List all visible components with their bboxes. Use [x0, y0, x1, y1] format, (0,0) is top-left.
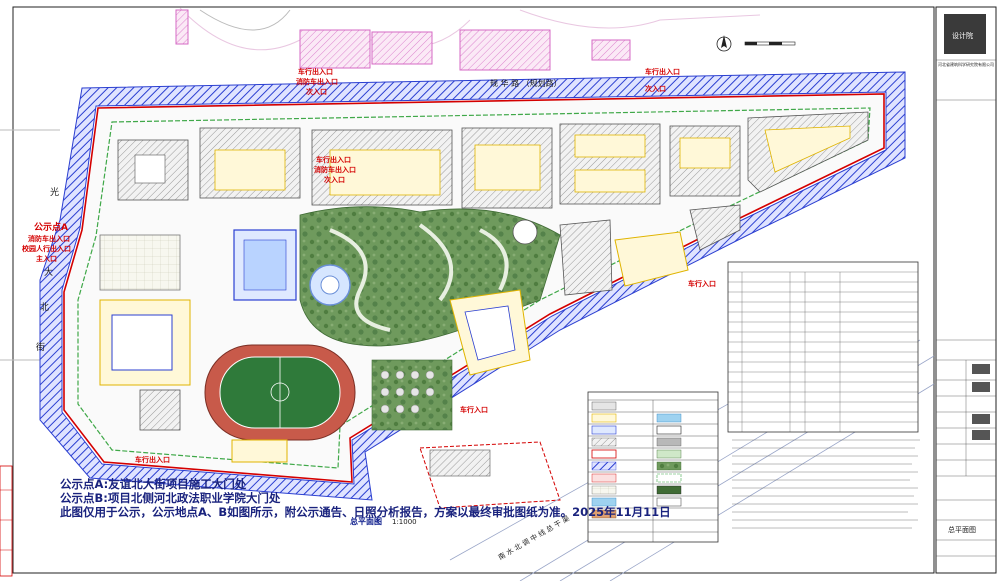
sports-courts — [371, 359, 453, 431]
west-road-char-2: 大 — [44, 266, 53, 278]
notice-line-3: 此图仅用于公示，公示地点A、B如图所示，附公示通告、日照分析报告，方案以最终审批… — [60, 505, 671, 519]
entrance-ne-secondary: 次入口 — [645, 84, 666, 93]
side-stamp — [0, 465, 13, 577]
entrance-north2-vehicle: 车行出入口 — [316, 155, 351, 164]
entrance-west-pedestrian: 校园人行出入口 — [22, 244, 71, 253]
company-logo — [944, 14, 986, 54]
north-road-label: 规 华 路 （规划路） — [490, 78, 562, 88]
west-road-char-3: 北 — [40, 302, 49, 313]
logo-text: 设计院 — [952, 31, 973, 40]
technical-indicators-table — [727, 261, 919, 433]
west-buildings — [99, 229, 297, 431]
entrance-west-main: 主入口 — [36, 254, 57, 263]
entrance-north2-secondary: 次入口 — [324, 175, 345, 184]
entrance-west-fire: 消防车出入口 — [28, 234, 70, 243]
design-notes — [732, 439, 920, 529]
sheet-title: 总平面图 — [948, 525, 976, 534]
south-construction-zone — [419, 441, 561, 509]
drawing-scale: 1:1000 — [392, 518, 417, 526]
company-name: 河北省建筑科学研究院有限公司 — [938, 61, 994, 67]
legend-table — [587, 391, 719, 543]
notice-line-2: 公示点B:项目北侧河北政法职业学院大门处 — [60, 491, 281, 505]
entrance-ne-vehicle: 车行出入口 — [645, 67, 680, 76]
west-road-char-4: 街 — [36, 341, 45, 353]
north-arrow-icon — [716, 35, 732, 52]
entrance-north-vehicle: 车行出入口 — [298, 67, 333, 76]
drawing-title: 总平面图 — [350, 516, 382, 526]
entrance-north2-fire: 消防车出入口 — [314, 165, 356, 174]
entrance-se-vehicle: 车行入口 — [460, 405, 488, 414]
notice-point-a: 公示点A — [34, 221, 68, 233]
sports-track — [204, 344, 356, 441]
entrance-south-vehicle: 车行出入口 — [135, 455, 170, 464]
north-context — [0, 7, 761, 361]
entrance-north-secondary: 次入口 — [306, 87, 327, 96]
north-buildings — [117, 111, 869, 209]
entrance-north-fire: 消防车出入口 — [296, 77, 338, 86]
south-building — [231, 439, 288, 463]
notice-line-1: 公示点A:友谊北大街项目施工大门处 — [60, 477, 247, 491]
east-buildings — [449, 204, 741, 376]
surrounding-road-band — [39, 71, 906, 501]
entrance-east-vehicle: 车行入口 — [688, 279, 716, 288]
title-block — [935, 6, 997, 574]
scale-bar — [744, 41, 796, 46]
west-road-char-1: 光 — [50, 186, 59, 198]
